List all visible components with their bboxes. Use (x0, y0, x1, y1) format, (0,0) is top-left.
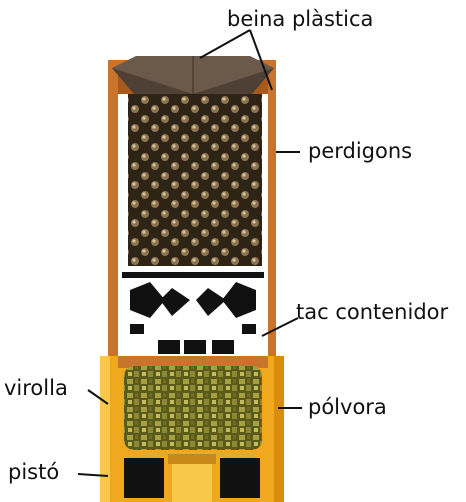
leader-plastic-case-left (200, 30, 250, 58)
label-powder: pólvora (308, 397, 387, 418)
primer-cavity-left (124, 458, 164, 498)
label-wad: tac contenidor (296, 302, 448, 323)
primer-cavity-right (220, 458, 260, 498)
label-primer: pistó (8, 462, 59, 483)
powder-charge (124, 366, 262, 450)
label-plastic-case: beina plàstica (227, 9, 373, 30)
primer (172, 462, 212, 502)
shot-pellets (128, 94, 262, 266)
label-shot: perdigons (308, 141, 412, 162)
label-brass-head: virolla (4, 378, 68, 399)
